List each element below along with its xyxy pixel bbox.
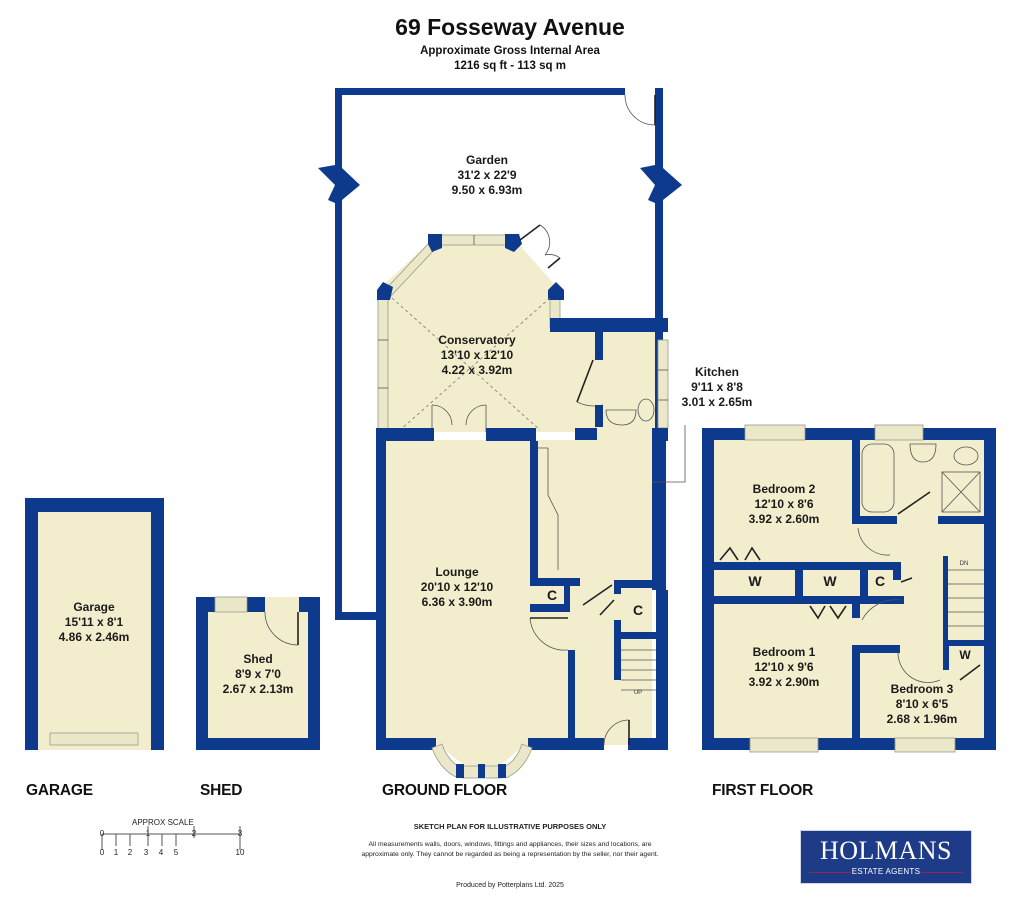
area-summary: Approximate Gross Internal Area 1216 sq … [0,44,1020,74]
garden-outline [318,88,682,620]
room-garage: Garage 15'11 x 8'1 4.86 x 2.46m [59,600,130,645]
plan-title: 69 Fosseway Avenue [395,14,625,40]
conservatory [377,224,575,433]
scale-metre-3: 3 [237,829,243,838]
scale-foot-4: 4 [158,848,164,857]
room-size-imperial: 15'11 x 8'1 [64,615,124,629]
room-name: Garage [73,600,115,614]
floor-label-first: FIRST FLOOR [712,782,814,799]
room-conservatory: Conservatory 13'10 x 12'10 4.22 x 3.92m [438,333,515,378]
logo-brand: HOLMANS [819,836,953,865]
room-size-imperial: 31'2 x 22'9 [457,168,517,182]
area-label: Approximate Gross Internal Area [420,45,600,57]
room-lounge: Lounge 20'10 x 12'10 6.36 x 3.90m [421,565,493,610]
room-size-metric: 4.22 x 3.92m [441,363,513,377]
room-name: Shed [243,652,273,666]
room-size-metric: 9.50 x 6.93m [451,183,523,197]
floor-label-garage: GARAGE [26,782,93,799]
wardrobe-label: W [823,573,837,589]
room-shed: Shed 8'9 x 7'0 2.67 x 2.13m [223,652,294,697]
room-name: Conservatory [438,333,516,347]
room-size-imperial: 20'10 x 12'10 [420,580,494,594]
scale-foot-2: 2 [127,848,133,857]
stairs-down-label: DN [959,561,969,567]
room-name: Lounge [435,565,479,579]
scale-foot-5: 5 [173,848,179,857]
ground-stairs [621,649,656,691]
scale-bar [101,826,241,850]
room-name: Bedroom 2 [752,482,816,496]
room-size-metric: 3.01 x 2.65m [681,395,753,409]
room-name: Garden [465,153,509,167]
room-size-metric: 2.67 x 2.13m [222,682,294,696]
first-floor-plan [702,424,996,753]
logo-rule-right [921,872,963,873]
disclaimer-body: All measurements walls, doors, windows, … [361,841,659,858]
room-name: Bedroom 1 [752,645,816,659]
floor-label-ground: GROUND FLOOR [382,782,508,799]
garage-plan [25,498,164,750]
logo-tagline: ESTATE AGENTS [851,867,921,876]
room-name: Kitchen [694,365,740,379]
room-bedroom-1: Bedroom 1 12'10 x 9'6 3.92 x 2.90m [749,645,820,690]
disclaimer-heading: SKETCH PLAN FOR ILLUSTRATIVE PURPOSES ON… [413,822,607,831]
room-size-metric: 2.68 x 1.96m [886,712,958,726]
holmans-logo: HOLMANS ESTATE AGENTS [800,830,972,884]
cupboard-label: C [874,573,886,589]
room-size-imperial: 8'9 x 7'0 [235,667,281,681]
room-name: Bedroom 3 [890,682,954,696]
scale-title: APPROX SCALE [132,818,194,827]
scale-foot-0: 0 [99,848,105,857]
room-kitchen: Kitchen 9'11 x 8'8 3.01 x 2.65m [682,365,753,410]
scale-foot-1: 1 [113,848,119,857]
ground-floor-main [376,428,668,779]
scale-metre-1: 1 [145,829,151,838]
room-size-imperial: 12'10 x 8'6 [754,497,814,511]
room-garden: Garden 31'2 x 22'9 9.50 x 6.93m [452,153,523,198]
producer-credit: Produced by Potterplans Ltd. 2025 [456,882,564,889]
cupboard-label: C [546,587,558,603]
logo-rule-left [809,872,851,873]
room-bedroom-2: Bedroom 2 12'10 x 8'6 3.92 x 2.60m [749,482,820,527]
room-bedroom-3: Bedroom 3 8'10 x 6'5 2.68 x 1.96m [887,682,958,727]
floor-label-shed: SHED [200,782,243,799]
room-size-imperial: 9'11 x 8'8 [691,380,743,394]
scale-metre-0: 0 [99,829,105,838]
room-size-imperial: 8'10 x 6'5 [895,697,949,711]
room-size-imperial: 13'10 x 12'10 [440,348,514,362]
scale-metre-2: 2 [191,829,197,838]
room-size-metric: 4.86 x 2.46m [58,630,130,644]
room-size-metric: 3.92 x 2.60m [748,512,820,526]
stairs-up-label: UP [633,690,643,696]
scale-foot-3: 3 [143,848,149,857]
scale-foot-10: 10 [235,848,245,857]
shed-plan [196,596,320,750]
room-size-metric: 6.36 x 3.90m [421,595,493,609]
cupboard-label: C [632,602,644,618]
wardrobe-label: W [959,648,971,662]
wardrobe-label: W [748,573,762,589]
room-size-imperial: 12'10 x 9'6 [754,660,814,674]
room-size-metric: 3.92 x 2.90m [748,675,820,689]
area-value: 1216 sq ft - 113 sq m [454,60,566,72]
